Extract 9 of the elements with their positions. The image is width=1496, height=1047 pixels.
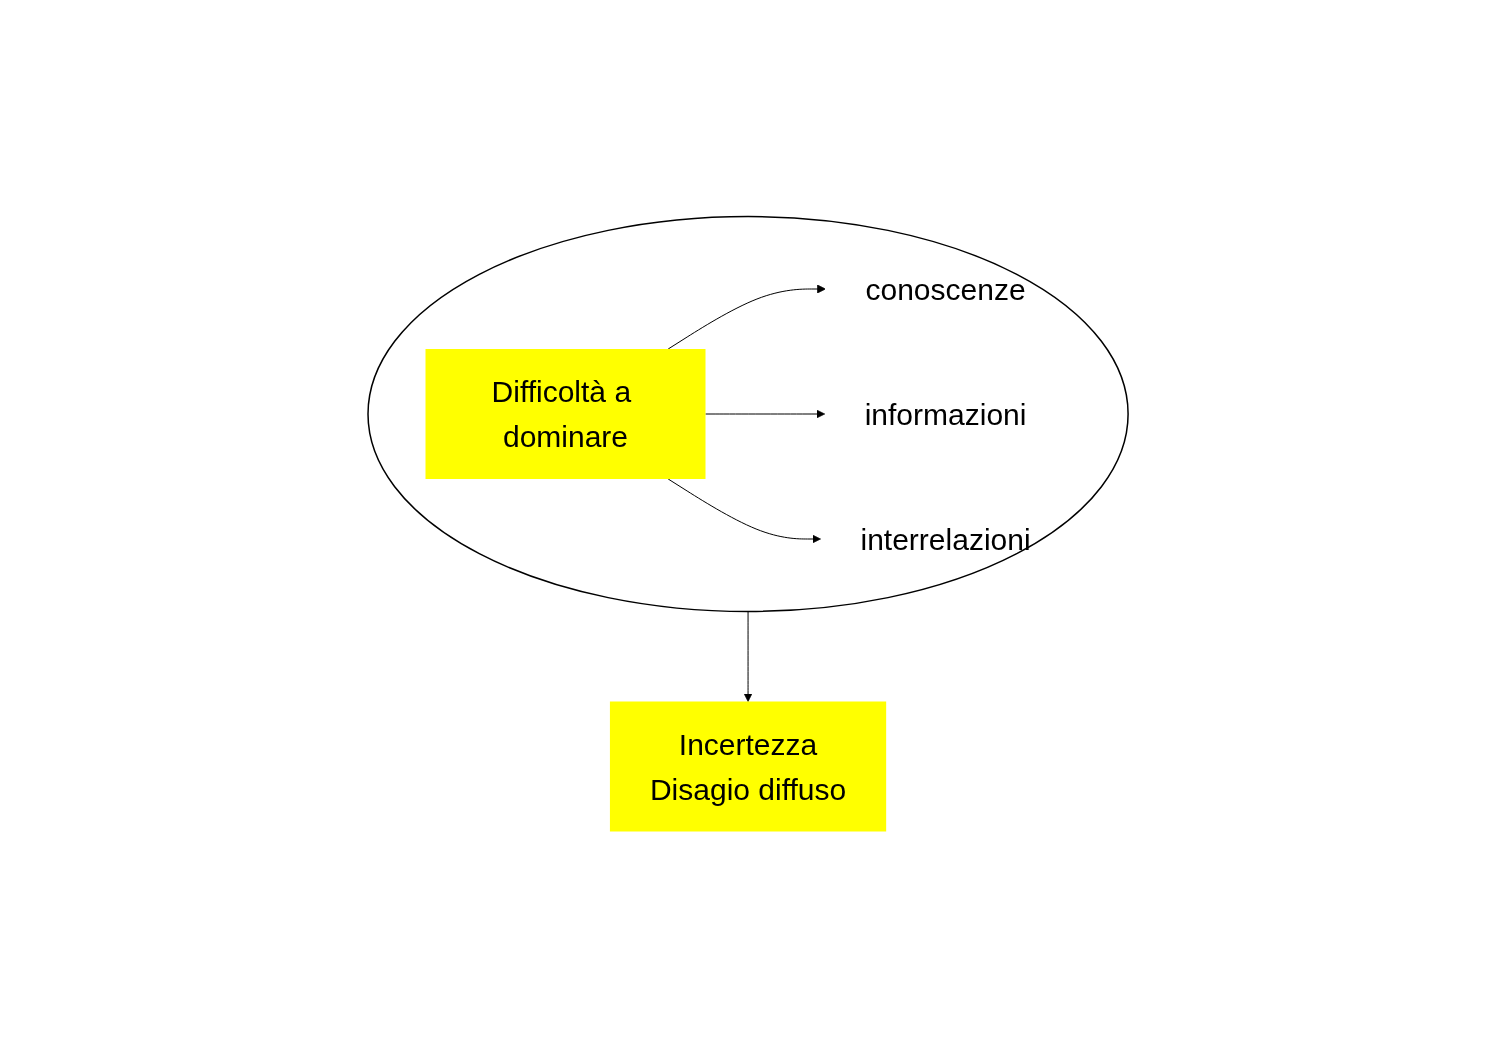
node-text: interrelazioni <box>860 522 1031 555</box>
node-text: informazioni <box>864 397 1027 430</box>
node-box: Incertezza Disagio diffuso <box>609 701 887 831</box>
arrow <box>743 610 753 702</box>
arrow <box>667 478 821 543</box>
arrow <box>704 409 826 418</box>
arrow <box>667 284 826 349</box>
node-text: conoscenze <box>865 272 1026 305</box>
node-box: Difficoltà a dominare <box>425 348 706 479</box>
